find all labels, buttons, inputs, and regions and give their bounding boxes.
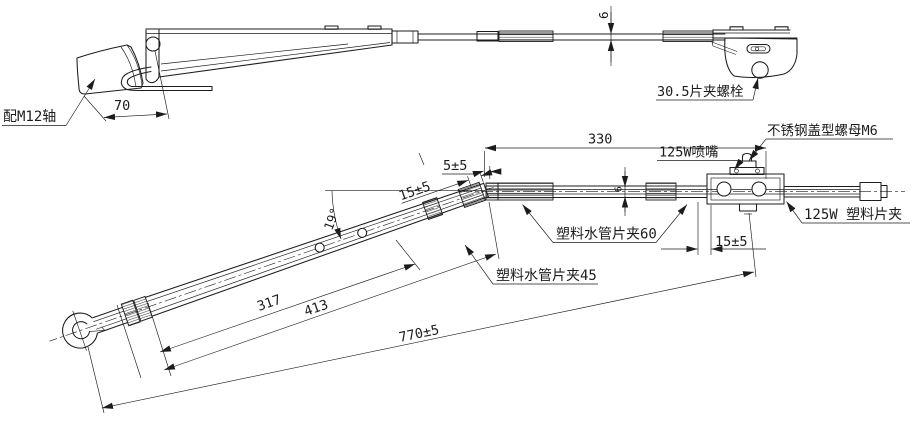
pivot-post: [145, 29, 161, 84]
blade-holder-end: [711, 26, 798, 79]
clamp-bolt-hole: [751, 61, 769, 79]
spring-wire-hook: [120, 66, 213, 92]
pipe-clip-60-band: [645, 182, 677, 201]
nozzle-screw: [755, 168, 760, 174]
clamp-hole: [751, 181, 767, 197]
washer-nozzle: [729, 152, 765, 176]
channel-tab: [324, 25, 339, 30]
channel-tab: [367, 25, 382, 30]
dim-317-text: 317: [255, 292, 283, 315]
nozzle-screw: [734, 168, 739, 174]
dim-len-317: 317: [159, 239, 421, 353]
dim-arm-thickness: 6: [596, 6, 615, 66]
dim-15-clamp-text: 15±5: [715, 234, 748, 250]
pipe-clip-45-text: 塑料水管片夹45: [496, 268, 597, 284]
dim-70-text: 70: [114, 98, 130, 114]
label-pipe-clip-45: 塑料水管片夹45: [464, 244, 598, 285]
dim-head-width: 70: [83, 50, 170, 122]
top-view-side-elevation: [76, 25, 798, 95]
arm-hole: [357, 227, 368, 238]
hook-end: [62, 310, 106, 351]
holder-slot: [746, 43, 771, 54]
clamp-bolt-text: 30.5片夹螺栓: [657, 84, 744, 100]
hose-clip-band: [662, 30, 714, 42]
dim-overall-length: 770±5: [101, 212, 757, 409]
label-cap-nut: 不锈钢盖型螺母M6: [748, 123, 893, 161]
arm-rod: [391, 30, 726, 44]
blade-clamp: [706, 173, 785, 205]
dim-clamp-offset: 15±5: [661, 202, 766, 255]
dim-770-text: 770±5: [398, 322, 441, 346]
label-clamp-bolt: 30.5片夹螺栓: [656, 77, 759, 101]
label-blade-clip: 125W 塑料片夹: [786, 201, 910, 224]
dim-tube-dia: 6: [614, 167, 629, 216]
rod-connector: [476, 30, 499, 42]
pipe-clip-45-band: [457, 181, 486, 209]
arm-head-cap: [76, 44, 144, 95]
pivot-hole: [145, 36, 161, 52]
dim-413-text: 413: [302, 297, 330, 320]
label-m12-shaft: 配M12轴: [2, 78, 96, 126]
arm-channel: [145, 25, 393, 78]
dim-tube-dia-text: 6: [614, 186, 625, 192]
ext-line-hook-tip: [87, 346, 105, 414]
dim-5-text: 5±5: [443, 158, 467, 174]
straight-rod: [485, 182, 860, 201]
tail-rod: [783, 181, 888, 202]
holder-tab: [729, 26, 744, 31]
hose-clip-band: [498, 30, 554, 42]
cap-nut-text: 不锈钢盖型螺母M6: [767, 123, 878, 139]
blade-clip-text: 125W 塑料片夹: [804, 207, 902, 223]
dim-bend-gap: 5±5: [418, 152, 502, 179]
label-nozzle: 125W喷嘴: [657, 145, 744, 170]
bottom-view-dimensions: 330 5±5 19° 317 413: [87, 123, 910, 414]
dim-bend-angle: 19°: [321, 190, 484, 240]
holder-tab: [774, 26, 789, 31]
dim-6-text: 6: [596, 11, 611, 19]
bottom-view-plan: 15±5: [49, 152, 905, 351]
cap-nut: [741, 152, 753, 162]
label-pipe-clip-60: 塑料水管片夹60: [522, 204, 688, 243]
dim-330-text: 330: [588, 132, 612, 148]
dim-19deg-text: 19°: [321, 206, 343, 232]
clamp-hole: [716, 181, 732, 197]
nozzle-text: 125W喷嘴: [659, 145, 719, 161]
m12-shaft-text: 配M12轴: [3, 109, 56, 125]
pipe-clip-45-band: [422, 196, 444, 221]
top-view-dimensions: 70 配M12轴 30.5片夹螺栓 6: [2, 6, 759, 126]
under-clamp-nut: [738, 203, 758, 215]
pipe-clip-60-text: 塑料水管片夹60: [556, 227, 657, 243]
dim-straight-length: 330: [484, 132, 767, 179]
pipe-clip-60-band: [497, 182, 554, 201]
arm-hole: [314, 242, 325, 253]
